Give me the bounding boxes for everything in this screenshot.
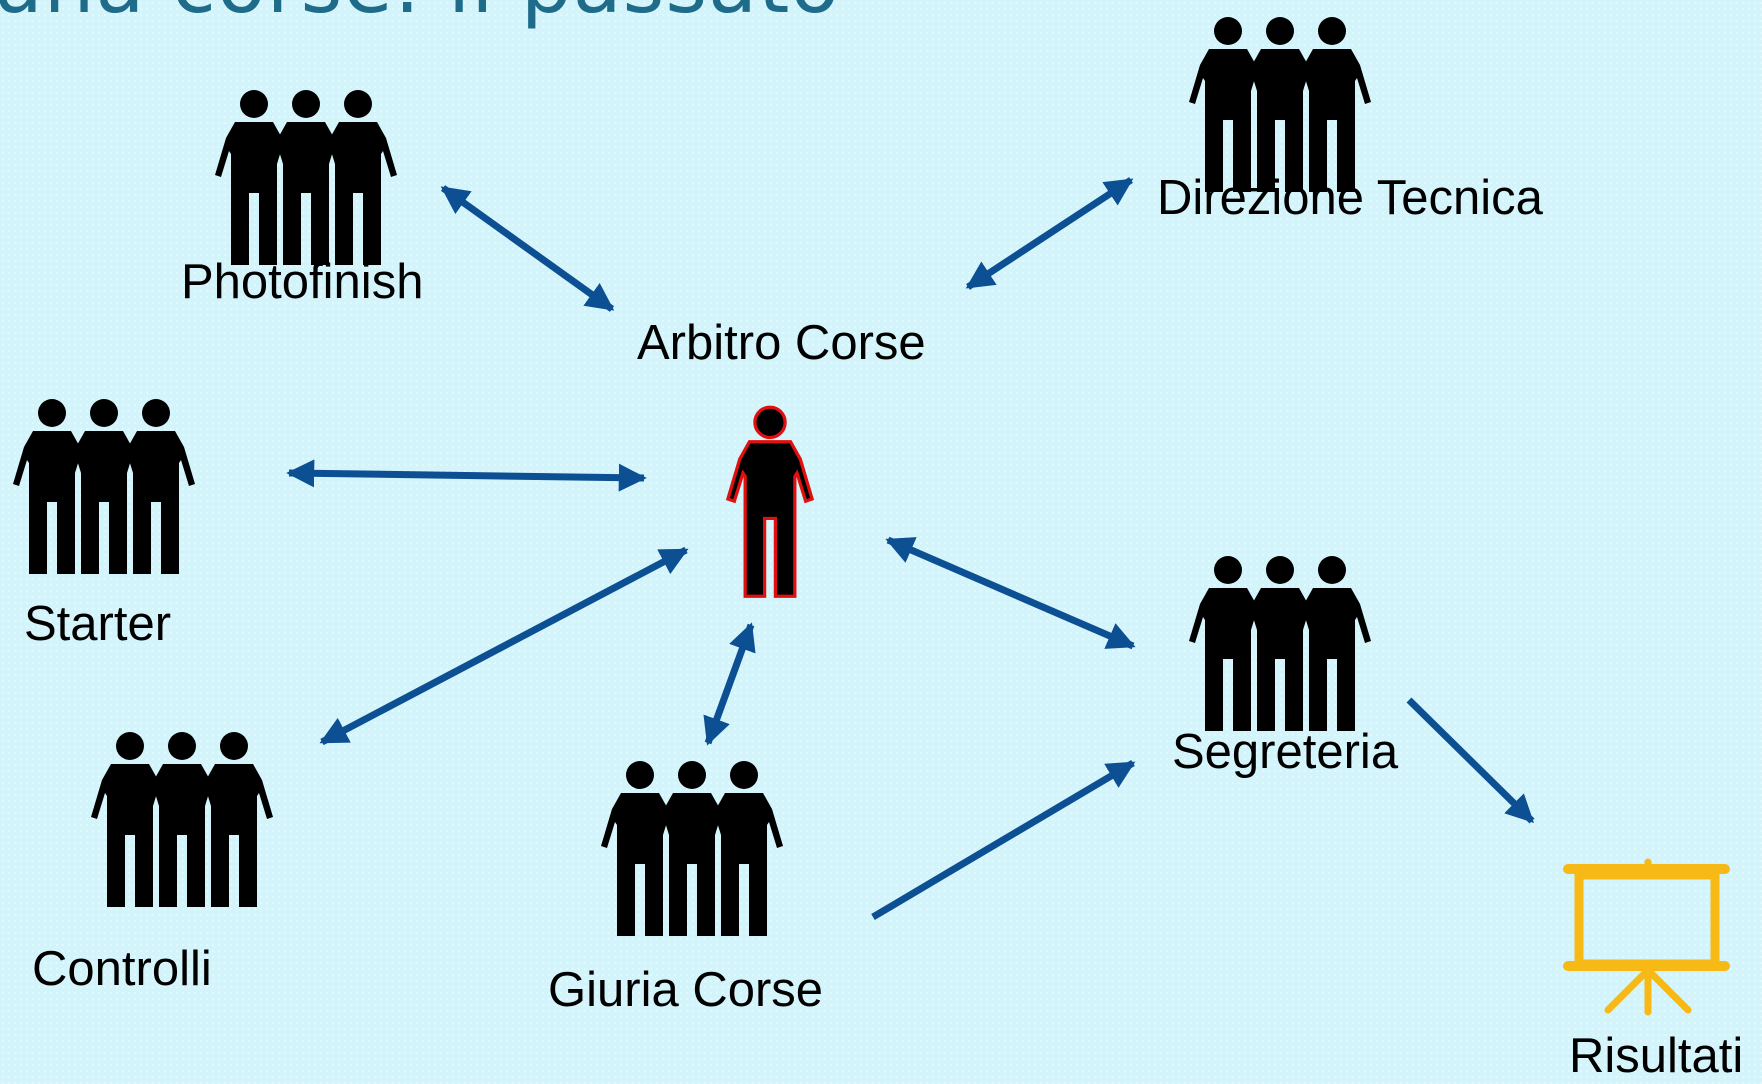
arrow-segreteria-risultati [1406,697,1535,824]
people-group-icon [1189,556,1371,731]
person-icon [726,405,814,598]
arrow-photofinish-arbitro [440,185,615,312]
presentation-board-icon [1563,858,1730,1016]
label-arbitro-corse: Arbitro Corse [637,316,926,370]
label-segreteria: Segreteria [1172,725,1399,779]
label-giuria-corse: Giuria Corse [548,963,824,1017]
arrow-arbitro-segreteria [885,536,1136,650]
arrow-starter-arbitro [286,459,647,492]
people-group-icon [601,761,783,936]
arrow-arbitro-direzione [965,177,1134,290]
label-risultati: Risultati [1569,1029,1744,1083]
label-photofinish: Photofinish [181,255,424,309]
arrow-giuria-arbitro [703,622,756,746]
arrow-giuria-segreteria [871,759,1136,921]
people-group-icon [215,90,397,265]
groups [13,17,1371,936]
label-controlli: Controlli [32,942,212,996]
label-starter: Starter [24,597,172,651]
people-group-icon [91,732,273,907]
people-group-icon [1189,17,1371,192]
arrows [286,177,1535,921]
people-group-icon [13,399,195,574]
arrow-controlli-arbitro [319,546,689,746]
label-direzione-tecnica: Direzione Tecnica [1157,171,1543,225]
slide-title: una corse: il passato [0,0,840,31]
